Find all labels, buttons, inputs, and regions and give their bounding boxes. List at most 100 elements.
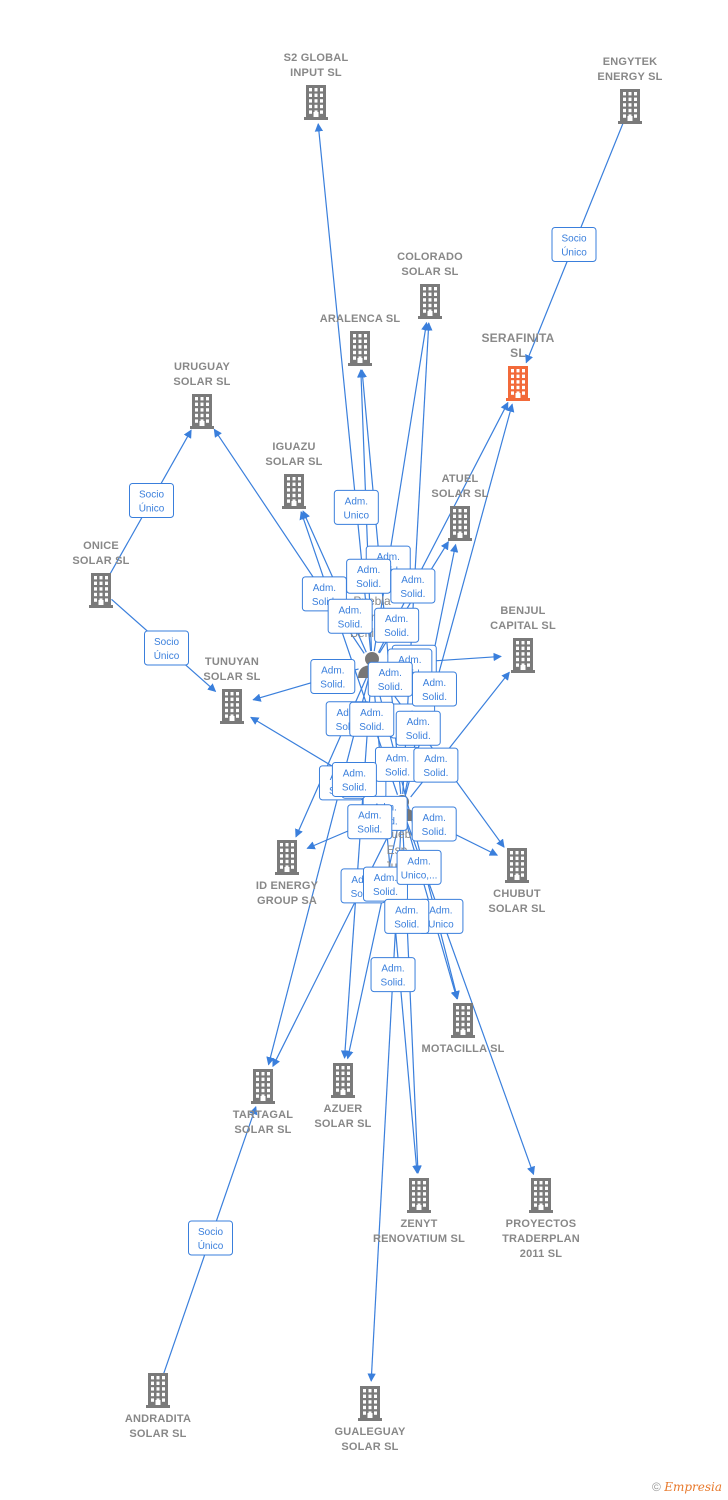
node-label: 2011 SL [520,1248,562,1260]
node-label: SL [510,346,526,360]
footer-brand[interactable]: © Empresia [652,1480,722,1494]
node-label: GROUP SA [257,895,317,907]
relation-badge[interactable]: Adm.Solid. [349,701,395,737]
relation-badge[interactable]: Adm.Solid. [374,746,420,782]
node-label: ARALENCA SL [320,313,401,325]
relation-badge-text: Único [561,246,587,259]
relation-badge-text: Solid. [338,619,363,630]
relation-badge[interactable]: Adm.Unico [418,898,464,934]
relation-badge[interactable]: Adm.Solid. [347,804,393,840]
node-label: SOLAR SL [129,1428,186,1440]
relation-badge[interactable]: Adm.Solid. [370,957,416,993]
node-label: SOLAR SL [431,488,488,500]
building-icon [505,848,529,883]
relation-badge-box [367,661,413,697]
relation-badge[interactable]: Adm. Solid. [374,607,420,643]
building-icon [275,840,299,875]
relation-badge-box [347,804,393,840]
node-aralenca[interactable]: ARALENCA SL [320,313,401,366]
relation-badge-text: Socio [154,637,179,648]
building-icon [146,1373,170,1408]
node-label: CHUBUT [493,888,541,900]
relation-badge-text: Socio [139,490,164,501]
relation-badge-box [188,1220,233,1256]
relation-badge-box [396,849,442,885]
node-label: MOTACILLA SL [421,1043,504,1055]
relation-badge-box [327,598,373,634]
edge-puebla1-tartagal [266,678,370,1066]
building-icon [511,638,535,673]
node-label: TARTAGAL [233,1109,294,1121]
relation-badge[interactable]: Adm.Solid. [395,710,441,746]
node-label: SOLAR SL [265,456,322,468]
relation-badge[interactable]: Adm.Solid. [411,671,457,707]
node-atuel[interactable]: ATUEL SOLAR SL [431,473,488,541]
node-motacilla[interactable]: MOTACILLA SL [421,1003,504,1055]
relation-badge-text: Solid. [422,692,447,703]
relation-badge-text: Adm. [385,614,408,625]
relation-badge[interactable]: Adm.Solid. [310,658,356,694]
relation-badge[interactable]: Adm.Solid. [413,747,459,783]
relation-badge-text: Socio [561,234,586,245]
relation-badge[interactable]: Adm.Solid. [367,661,413,697]
node-label: SOLAR SL [203,671,260,683]
building-icon [407,1178,431,1213]
node-label: SOLAR SL [341,1441,398,1453]
relation-badge-text: Único [139,502,165,515]
relation-badge[interactable]: Adm.Solid. [390,568,436,604]
brand-name: Empresia [664,1480,722,1494]
node-label: ATUEL [442,473,479,485]
relation-badge-box [349,701,395,737]
relation-badge-text: Solid. [394,919,419,930]
node-label: IGUAZU [272,441,315,453]
node-label: PROYECTOS [506,1218,577,1230]
relation-badge-text: Unico,... [401,870,438,881]
node-label: ENGYTEK [603,56,658,68]
relation-badge-text: Adm. [313,583,336,594]
relation-badge[interactable]: Adm. Solid. [327,598,373,634]
relation-badge-text: Solid. [384,628,409,639]
building-icon [506,366,530,401]
node-label: ID ENERGY [256,880,319,892]
building-icon [348,331,372,366]
node-label: CAPITAL SL [490,620,556,632]
node-label: URUGUAY [174,361,230,373]
relation-badge-box [331,761,377,797]
relation-badge[interactable]: Adm.Solid. [331,761,377,797]
edge-puebla2-azuer [345,821,400,1060]
relation-badge[interactable]: Adm. Unico,... [396,849,442,885]
node-label: S2 GLOBAL [284,52,349,64]
relation-badge-text: Adm. [338,605,361,616]
relation-badge-text: Adm. [423,813,446,824]
node-idenergy[interactable]: ID ENERGY GROUP SA [256,840,319,907]
relation-badge[interactable]: Adm.Unico [333,489,379,525]
relation-badge-text: Adm. [429,905,452,916]
relation-badge[interactable]: Adm.Solid. [346,558,392,594]
edge-puebla2-tartagal [272,820,397,1068]
relation-badge[interactable]: Adm.Solid. [384,898,430,934]
relation-badge-text: Único [198,1239,224,1252]
relation-badge-text: Adm. [407,856,430,867]
relation-badge[interactable]: Adm.Solid. [411,806,457,842]
node-iguazu[interactable]: IGUAZU SOLAR SL [265,441,322,509]
node-label: SERAFINITA [481,331,554,345]
